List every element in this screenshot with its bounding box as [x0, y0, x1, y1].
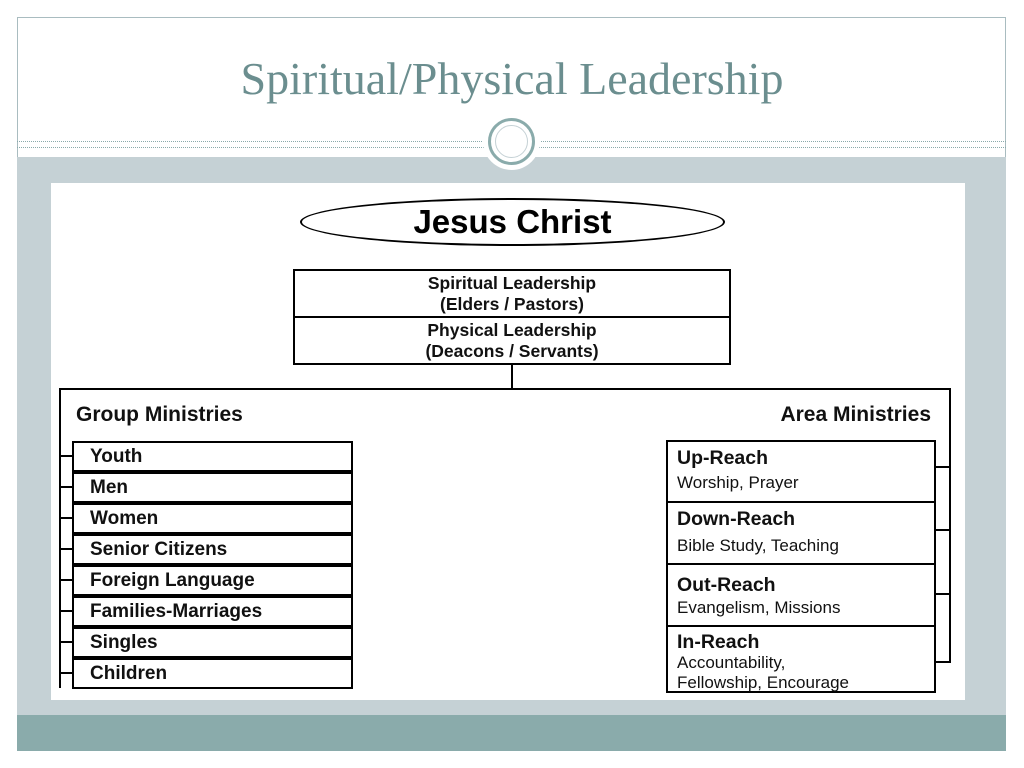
group-item-families-marriages: Families-Marriages — [72, 596, 353, 627]
area-tick — [935, 529, 951, 531]
spiritual-leadership-box: Spiritual Leadership (Elders / Pastors) — [293, 269, 731, 318]
area-item-title: Down-Reach — [677, 508, 796, 530]
connector-bar — [59, 388, 951, 390]
left-spine — [59, 388, 61, 688]
leadership-line1: Spiritual Leadership — [427, 272, 597, 293]
area-item-desc: Worship, Prayer — [677, 473, 799, 492]
right-spine — [949, 388, 951, 663]
group-tick — [59, 455, 73, 457]
group-tick — [59, 486, 73, 488]
area-item-in-reach: In-Reach Accountability, Fellowship, Enc… — [666, 625, 936, 693]
group-item-youth: Youth — [72, 441, 353, 472]
group-item-children: Children — [72, 658, 353, 689]
area-item-out-reach: Out-Reach Evangelism, Missions — [666, 563, 936, 627]
area-item-desc: Evangelism, Missions — [677, 598, 841, 617]
org-chart: Jesus Christ Spiritual Leadership (Elder… — [51, 183, 965, 700]
area-item-up-reach: Up-Reach Worship, Prayer — [666, 440, 936, 503]
area-item-desc: Fellowship, Encourage — [677, 673, 849, 692]
circle-ornament-icon — [483, 113, 540, 170]
group-tick — [59, 672, 73, 674]
leadership-line2: (Elders / Pastors) — [440, 293, 584, 314]
group-item-foreign-language: Foreign Language — [72, 565, 353, 596]
area-tick — [935, 593, 951, 595]
area-tick — [935, 466, 951, 468]
area-tick — [935, 661, 951, 663]
group-tick — [59, 517, 73, 519]
area-item-desc: Accountability, — [677, 653, 786, 672]
group-item-singles: Singles — [72, 627, 353, 658]
area-item-desc: Bible Study, Teaching — [677, 536, 839, 555]
leadership-line1: Physical Leadership — [427, 319, 597, 340]
leadership-line2: (Deacons / Servants) — [425, 340, 599, 361]
area-ministries-title: Area Ministries — [780, 403, 931, 426]
area-item-title: In-Reach — [677, 631, 760, 653]
root-node: Jesus Christ — [300, 198, 725, 246]
group-tick — [59, 548, 73, 550]
group-item-women: Women — [72, 503, 353, 534]
group-ministries-title: Group Ministries — [76, 403, 243, 426]
group-item-senior-citizens: Senior Citizens — [72, 534, 353, 565]
area-item-title: Up-Reach — [677, 447, 769, 469]
connector-stem — [511, 365, 513, 388]
footer-band — [17, 715, 1006, 751]
physical-leadership-box: Physical Leadership (Deacons / Servants) — [293, 316, 731, 365]
area-item-title: Out-Reach — [677, 574, 776, 596]
group-item-men: Men — [72, 472, 353, 503]
group-tick — [59, 579, 73, 581]
area-item-down-reach: Down-Reach Bible Study, Teaching — [666, 501, 936, 565]
group-tick — [59, 641, 73, 643]
slide-title: Spiritual/Physical Leadership — [240, 53, 784, 104]
group-tick — [59, 610, 73, 612]
